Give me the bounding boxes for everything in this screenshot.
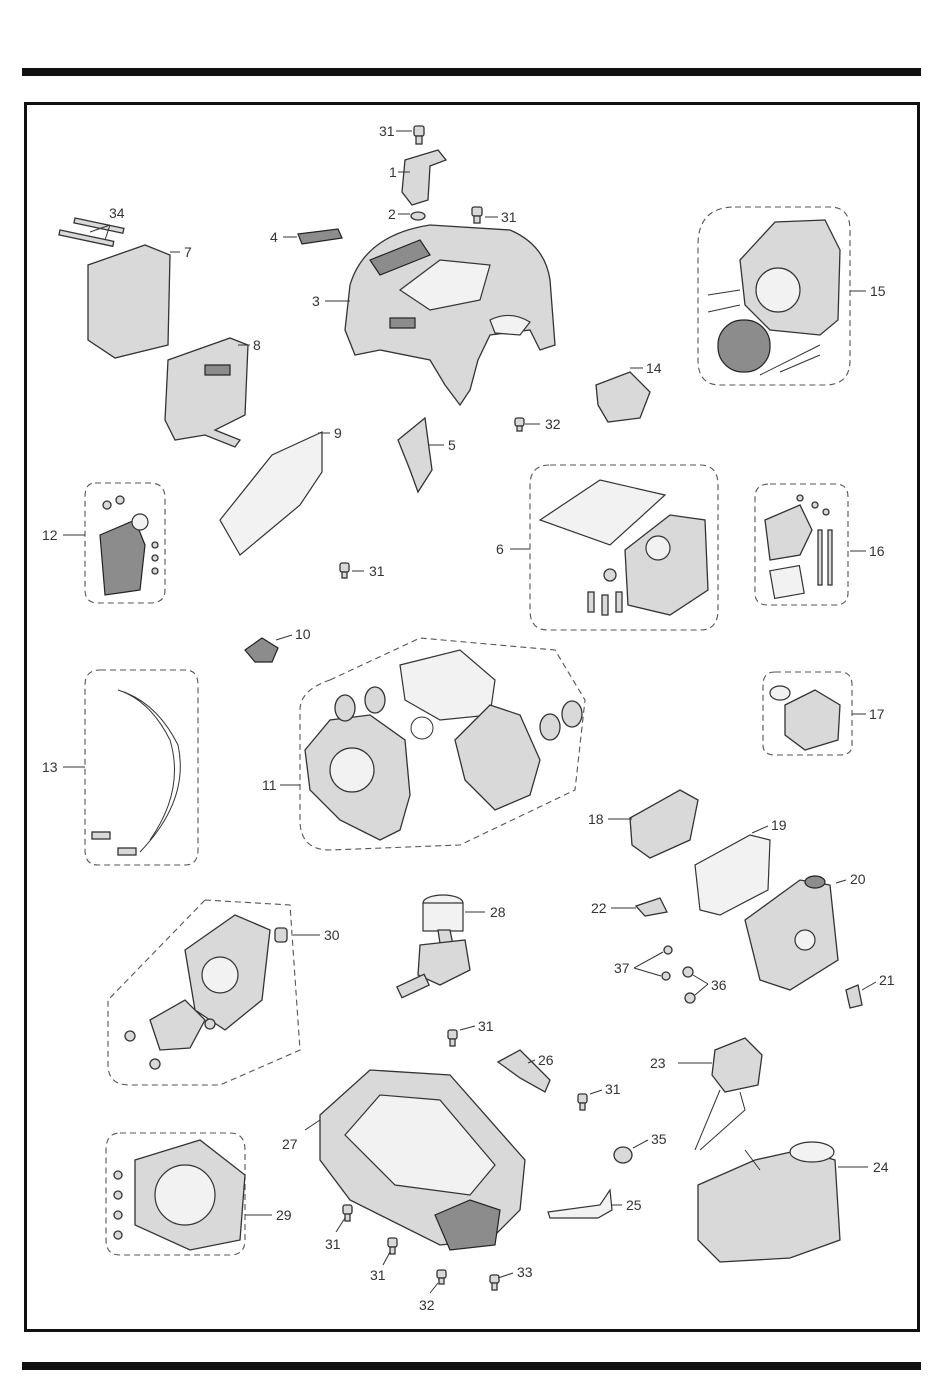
- callout-33: 33: [517, 1264, 533, 1280]
- callout-21: 21: [879, 972, 895, 988]
- callout-13: 13: [42, 759, 58, 775]
- guard-plate-9-icon: [220, 432, 322, 555]
- base-27-icon: [320, 1070, 525, 1250]
- callout-37: 37: [614, 960, 630, 976]
- air-filter-19-icon: [695, 835, 770, 915]
- engine-cover-3-icon: [345, 225, 555, 405]
- callout-12: 12: [42, 527, 58, 543]
- muffler-8-icon: [165, 338, 248, 447]
- callout-3: 3: [312, 293, 320, 309]
- washer-2-icon: [411, 212, 425, 220]
- screw-31-bottom-mid-icon: [388, 1238, 397, 1254]
- callout-20: 20: [850, 871, 866, 887]
- heat-shield-7-icon: [88, 245, 170, 358]
- callout-17: 17: [869, 706, 885, 722]
- spark-plug-10-icon: [245, 638, 278, 662]
- screw-32-bottom-icon: [437, 1270, 446, 1284]
- callout-28: 28: [490, 904, 506, 920]
- recoil-starter-29-icon: [114, 1140, 245, 1250]
- callout-32: 32: [545, 416, 561, 432]
- callout-31: 31: [370, 1267, 386, 1283]
- callout-1: 1: [389, 164, 397, 180]
- bolts-34-icon: [59, 218, 124, 246]
- piston-crankshaft-28-icon: [397, 895, 470, 998]
- fuel-tank-24-icon: [698, 1142, 840, 1262]
- screw-31-lower-a-icon: [448, 1030, 457, 1046]
- callout-16: 16: [869, 543, 885, 559]
- nuts-36-icon: [683, 967, 695, 1003]
- callout-15: 15: [870, 283, 886, 299]
- callout-7: 7: [184, 244, 192, 260]
- screw-32-upper-icon: [515, 418, 524, 431]
- callout-22: 22: [591, 900, 607, 916]
- badge-4-icon: [298, 229, 342, 244]
- callout-36: 36: [711, 977, 727, 993]
- carburetor-17-icon: [770, 686, 840, 750]
- crankcase-11-icon: [305, 650, 582, 840]
- callout-35: 35: [651, 1131, 667, 1147]
- grommet-35-icon: [614, 1147, 632, 1163]
- parts: [59, 126, 862, 1290]
- bracket-1-icon: [402, 150, 446, 205]
- callout-9: 9: [334, 425, 342, 441]
- callout-10: 10: [295, 626, 311, 642]
- callout-31: 31: [478, 1018, 494, 1034]
- throttle-cable-13-icon: [92, 690, 180, 855]
- callout-31: 31: [325, 1236, 341, 1252]
- callout-31: 31: [369, 563, 385, 579]
- ignition-coil-12-icon: [100, 496, 158, 595]
- callout-31: 31: [379, 123, 395, 139]
- callout-25: 25: [626, 1197, 642, 1213]
- callout-8: 8: [253, 337, 261, 353]
- flywheel-30-icon: [125, 915, 287, 1069]
- washers-37-icon: [662, 946, 672, 980]
- callout-2: 2: [388, 206, 396, 222]
- clutch-housing-15-icon: [708, 220, 840, 375]
- clip-25-icon: [548, 1190, 612, 1218]
- callout-34: 34: [109, 205, 125, 221]
- callout-27: 27: [282, 1136, 298, 1152]
- screw-31-lower-b-icon: [578, 1094, 587, 1110]
- callout-26: 26: [538, 1052, 554, 1068]
- air-filter-base-18-icon: [630, 790, 698, 858]
- fuel-cap-23-icon: [695, 1038, 762, 1150]
- cylinder-6-icon: [540, 480, 708, 615]
- callout-14: 14: [646, 360, 662, 376]
- knob-21-icon: [846, 985, 862, 1008]
- callout-4: 4: [270, 229, 278, 245]
- screw-31-upper-right-icon: [472, 207, 482, 223]
- callout-31: 31: [605, 1081, 621, 1097]
- callout-30: 30: [324, 927, 340, 943]
- screw-31-top-icon: [414, 126, 424, 144]
- flap-5-icon: [398, 418, 432, 492]
- insulator-14-icon: [596, 372, 650, 422]
- callout-19: 19: [771, 817, 787, 833]
- callout-29: 29: [276, 1207, 292, 1223]
- screw-33-icon: [490, 1275, 499, 1290]
- callout-5: 5: [448, 437, 456, 453]
- callout-6: 6: [496, 541, 504, 557]
- callout-31: 31: [501, 209, 517, 225]
- callout-18: 18: [588, 811, 604, 827]
- callout-11: 11: [262, 777, 277, 793]
- choke-lever-22-icon: [636, 898, 667, 916]
- callout-23: 23: [650, 1055, 666, 1071]
- callout-32: 32: [419, 1297, 435, 1313]
- callout-24: 24: [873, 1159, 889, 1175]
- intake-manifold-16-icon: [765, 495, 832, 598]
- screw-31-middle-icon: [340, 563, 349, 578]
